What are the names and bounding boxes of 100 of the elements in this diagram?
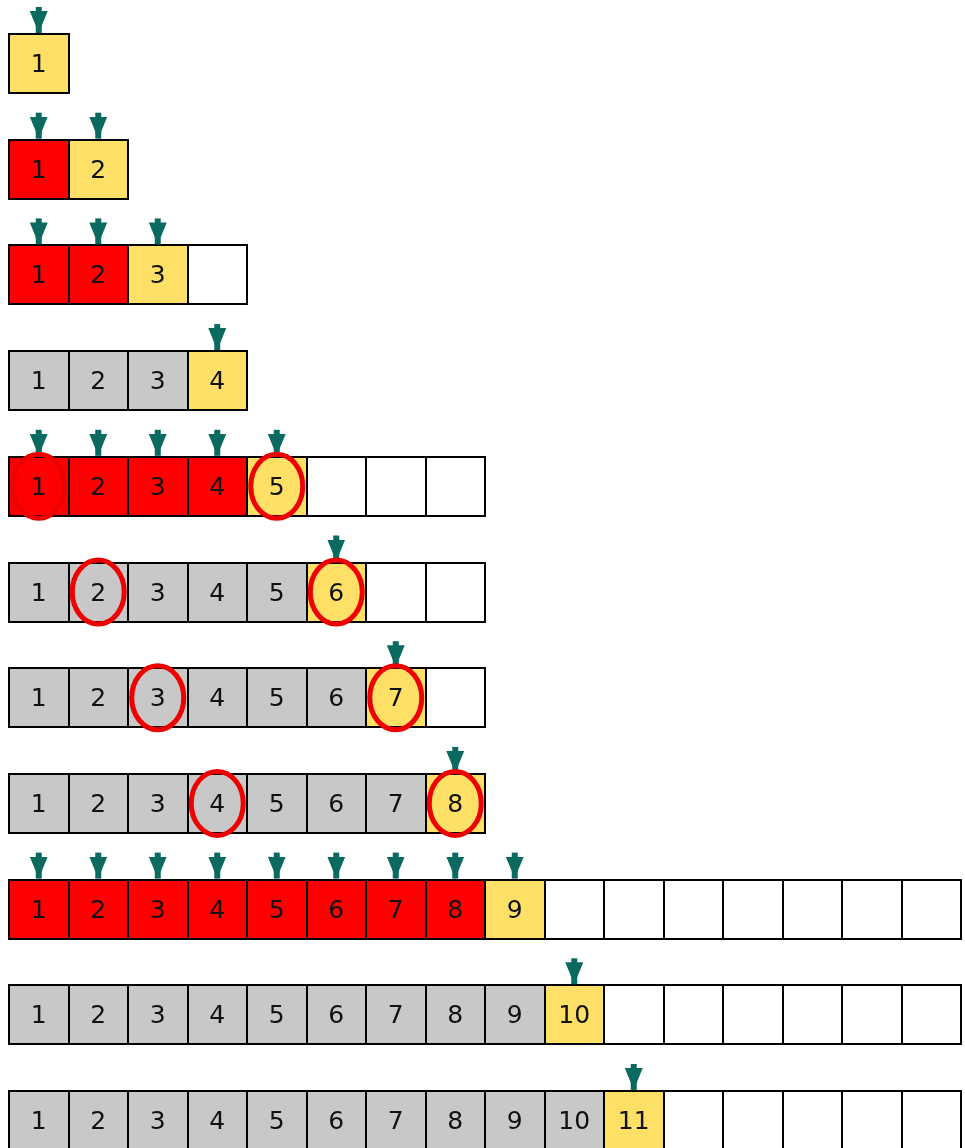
- cell-number: 7: [387, 1106, 404, 1135]
- arrow: [148, 218, 167, 245]
- cell-number: 2: [90, 788, 107, 818]
- array-cell: [365, 455, 427, 517]
- array-cell: [8, 772, 70, 834]
- cell-number: 3: [149, 471, 166, 501]
- array-cell: [424, 984, 486, 1046]
- array-cell: [484, 878, 546, 940]
- cell-number: 1: [30, 1000, 47, 1030]
- array-cell: [305, 984, 367, 1046]
- cell-number: 7: [387, 894, 404, 924]
- array-cell: [186, 1090, 248, 1148]
- cell-number: 10: [558, 1106, 591, 1135]
- cell-number: 11: [617, 1106, 650, 1135]
- array-cell: [127, 1090, 189, 1148]
- cell-number: 3: [149, 683, 166, 713]
- array-cell: [722, 984, 784, 1046]
- cell-number: 3: [149, 894, 166, 924]
- array-cell: [186, 667, 248, 729]
- array-cell: [424, 561, 486, 623]
- array-cell: [186, 350, 248, 412]
- arrow: [208, 324, 227, 351]
- cell-number: 1: [30, 894, 47, 924]
- cell-number: 1: [30, 366, 47, 396]
- array-cell: [484, 984, 546, 1046]
- array-cell: [603, 984, 665, 1046]
- cell-number: 7: [387, 683, 404, 713]
- array-cell: [8, 33, 70, 94]
- array-cell: [246, 878, 308, 940]
- array-cell: [722, 878, 784, 940]
- arrow: [29, 7, 48, 33]
- array-cell: [8, 561, 70, 623]
- arrow: [208, 852, 227, 879]
- arrow: [89, 852, 108, 879]
- arrow: [29, 112, 48, 139]
- arrow: [565, 958, 584, 985]
- array-cell: [900, 1090, 962, 1148]
- cell-number: 3: [149, 366, 166, 396]
- array-cell: [365, 878, 427, 940]
- array-cell: [305, 1090, 367, 1148]
- cell-number: 5: [268, 683, 285, 713]
- array-cell: [424, 878, 486, 940]
- arrow: [148, 429, 167, 456]
- array-cell: [246, 561, 308, 623]
- array-cell: [246, 984, 308, 1046]
- array-cell: [186, 984, 248, 1046]
- array-cell: [365, 1090, 427, 1148]
- array-cell: [365, 561, 427, 623]
- arrow: [89, 112, 108, 139]
- cell-number: 6: [328, 1106, 345, 1135]
- arrow: [29, 218, 48, 245]
- array-cell: [305, 772, 367, 834]
- array-cell: [365, 772, 427, 834]
- cell-number: 1: [30, 788, 47, 818]
- array-cell: [67, 138, 129, 200]
- array-cell: [8, 984, 70, 1046]
- array-cell: [424, 455, 486, 517]
- array-cell: [127, 244, 189, 306]
- array-cell: [781, 878, 843, 940]
- cell-number: 9: [506, 894, 523, 924]
- cell-number: 5: [268, 1106, 285, 1135]
- array-cell: [305, 455, 367, 517]
- cell-number: 3: [149, 577, 166, 607]
- arrow: [624, 1064, 643, 1090]
- cell-number: 10: [558, 1000, 591, 1030]
- arrow: [29, 852, 48, 879]
- array-cell: [8, 138, 70, 200]
- arrow: [89, 429, 108, 456]
- array-cell: [67, 455, 129, 517]
- cell-number: 6: [328, 1000, 345, 1030]
- arrow: [148, 852, 167, 879]
- array-cell: [781, 984, 843, 1046]
- cell-number: 6: [328, 788, 345, 818]
- cell-number: 3: [149, 1000, 166, 1030]
- array-cell: [127, 455, 189, 517]
- cell-number: 1: [30, 260, 47, 290]
- cell-number: 7: [387, 1000, 404, 1030]
- array-cell: [841, 878, 903, 940]
- cell-number: 2: [90, 366, 107, 396]
- array-cell: [484, 1090, 546, 1148]
- cell-number: 2: [90, 683, 107, 713]
- arrow: [89, 218, 108, 245]
- cell-number: 2: [90, 260, 107, 290]
- array-cell: [67, 244, 129, 306]
- cell-number: 1: [30, 471, 47, 501]
- arrow: [327, 852, 346, 879]
- cell-number: 6: [328, 577, 345, 607]
- array-cell: [305, 878, 367, 940]
- array-cell: [900, 984, 962, 1046]
- cell-number: 5: [268, 471, 285, 501]
- array-cell: [127, 984, 189, 1046]
- array-cell: [127, 350, 189, 412]
- array-cell: [246, 667, 308, 729]
- array-cell: [127, 561, 189, 623]
- cell-number: 4: [209, 366, 226, 396]
- array-cell: [67, 1090, 129, 1148]
- cell-number: 1: [30, 683, 47, 713]
- cell-number: 7: [387, 788, 404, 818]
- array-cell: [662, 878, 724, 940]
- array-cell: [305, 667, 367, 729]
